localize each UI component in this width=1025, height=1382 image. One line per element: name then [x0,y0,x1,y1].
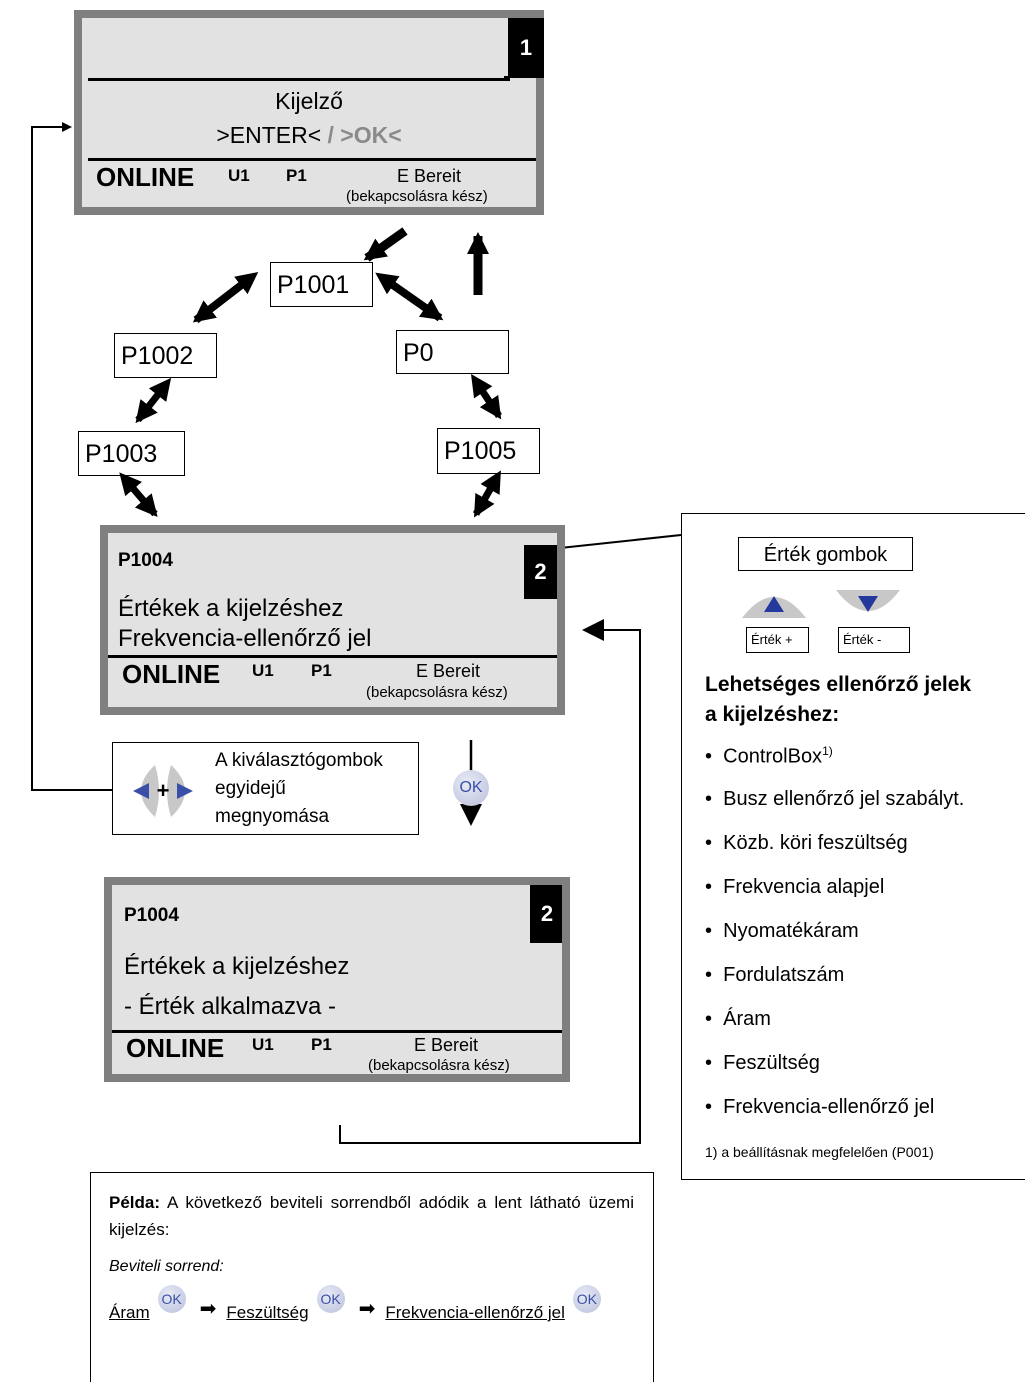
screen-number-badge: 2 [524,545,557,599]
select-keys-line3: megnyomása [215,806,330,827]
arrow-screen1-to-p1001 [363,227,408,262]
ok-label: / >OK< [321,122,402,148]
online-status: ONLINE [96,162,195,192]
drive-state-sub: (bekapcsolásra kész) [346,188,488,205]
display-screen-1: 1 Kijelző >ENTER< / >OK< ONLINE U1 P1 E … [74,10,544,215]
screen-line-1: Értékek a kijelzéshez [124,953,350,980]
screen-line-1: Értékek a kijelzéshez [118,595,344,622]
arrow-p0-p1005 [471,374,502,420]
arrow-p1001-p1002 [192,272,259,324]
online-status: ONLINE [126,1033,225,1063]
signal-item: • Nyomatékáram [705,920,859,942]
arrow-right-icon: ➡ [358,1298,376,1320]
online-status: ONLINE [122,659,221,689]
select-keys-line2: egyidejű [215,778,286,799]
seq-step-3: Frekvencia-ellenőrző jel [385,1303,565,1322]
ok-text: OK [459,779,483,796]
arrow-p1003-screen2 [119,472,158,518]
screen-line-2: Frekvencia-ellenőrző jel [118,625,372,652]
value-plus-label: Érték + [746,627,809,653]
param-box-p1005: P1005 [437,428,540,474]
p1-indicator: P1 [311,661,332,680]
example-box: Példa: A következő beviteli sorrendből a… [90,1172,654,1382]
drive-state: E Bereit [414,1035,479,1055]
enter-label: >ENTER< [216,122,322,148]
arrow-p1005-screen2 [472,470,501,518]
signal-item: • Közb. köri feszültség [705,832,908,854]
signal-item: • Frekvencia alapjel [705,876,885,898]
drive-state: E Bereit [397,166,462,186]
footnote: 1) a beállításnak megfelelően (P001) [705,1144,934,1160]
enter-ok-prompt: >ENTER< / >OK< [82,122,536,149]
example-text: Példa: A következő beviteli sorrendből a… [109,1193,634,1239]
ok-button-icon: OK [157,1285,186,1313]
select-keys-box: + A kiválasztógombok egyidejű megnyomása [112,742,419,835]
seq-step-2: Feszültség [226,1303,309,1322]
arrow-p1001-p0 [375,272,444,322]
display-screen-3: 2 P1004 Értékek a kijelzéshez - Érték al… [104,877,570,1082]
svg-text:+: + [157,778,170,803]
value-buttons-header: Érték gombok [738,537,913,571]
possible-signals-heading: Lehetséges ellenőrző jelek a kijelzéshez… [705,673,972,726]
u1-indicator: U1 [252,1035,274,1054]
value-up-key-icon [742,596,806,618]
signal-item: • ControlBox1) [705,744,833,768]
value-minus-label: Érték - [838,627,910,653]
signal-item: • Feszültség [705,1052,820,1074]
signal-item: • Áram [705,1008,771,1030]
signal-item: • Busz ellenőrző jel szabályt. [705,788,965,810]
param-box-p1002: P1002 [114,333,217,378]
drive-state-sub: (bekapcsolásra kész) [366,684,508,701]
drive-state-sub: (bekapcsolásra kész) [368,1057,510,1074]
p1-indicator: P1 [311,1035,332,1054]
param-box-p0: P0 [396,330,509,374]
input-sequence: Áram OK ➡ Feszültség OK ➡ Frekvencia-ell… [109,1285,605,1323]
value-down-key-icon [836,590,900,612]
input-sequence-label: Beviteli sorrend: [109,1258,224,1275]
screen-line-1: Kijelző [275,88,343,114]
p1-indicator: P1 [286,166,307,185]
select-keys-line1: A kiválasztógombok [215,750,383,771]
param-box-p1003: P1003 [78,431,185,476]
display-screen-2: 2 P1004 Értékek a kijelzéshez Frekvencia… [100,525,565,715]
arrow-p1002-p1003 [135,377,172,424]
left-right-keys-icon: + [133,765,193,817]
param-title: P1004 [118,550,173,571]
u1-indicator: U1 [252,661,274,680]
ok-button-icon: OK [572,1285,601,1313]
feedback-line [339,619,641,1144]
signal-item: • Fordulatszám [705,964,845,986]
callout-line [559,534,682,549]
ok-button-icon: OK [316,1285,345,1313]
screen-line-2: - Érték alkalmazva - [124,993,337,1020]
return-to-screen1-line [31,122,112,791]
param-title: P1004 [124,905,179,926]
u1-indicator: U1 [228,166,250,185]
screen-number-badge: 1 [508,18,544,78]
param-box-p1001: P1001 [270,262,373,307]
screen-number-badge: 2 [532,885,562,943]
drive-state: E Bereit [416,661,481,681]
ok-button-icon: OK [453,770,489,806]
seq-step-1: Áram [109,1303,150,1322]
signal-item: • Frekvencia-ellenőrző jel [705,1096,935,1118]
value-buttons-panel: Érték gombok Érték + Érték - Lehetséges … [681,513,1025,1180]
arrow-right-icon: ➡ [199,1298,217,1320]
